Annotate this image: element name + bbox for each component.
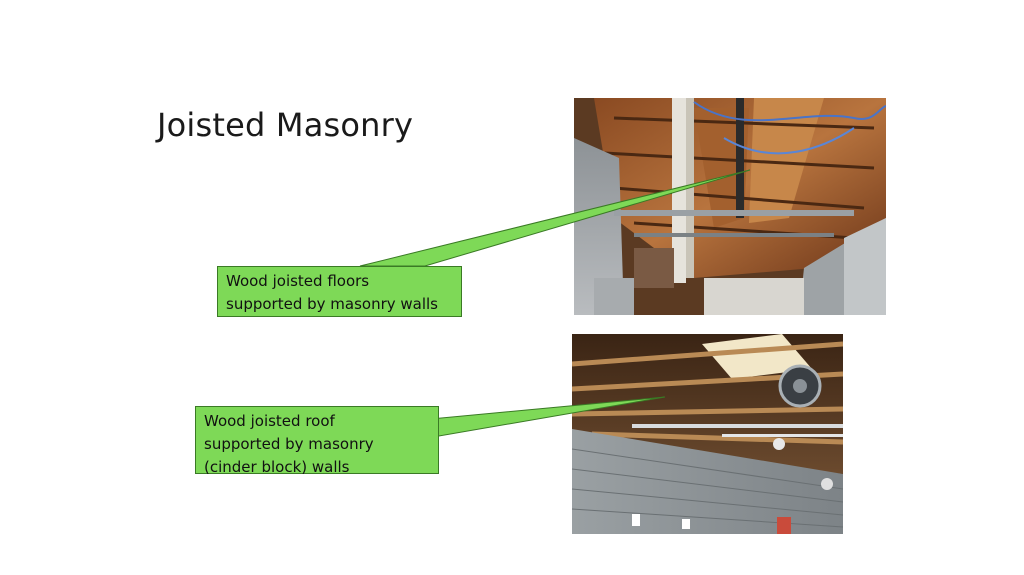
photo-wood-joisted-roof [572, 334, 843, 534]
callout-line: (cinder block) walls [204, 458, 350, 476]
photo-wood-joisted-floor [574, 98, 886, 315]
callout-wood-joisted-floors: Wood joisted floors supported by masonry… [217, 266, 462, 317]
slide-title: Joisted Masonry [157, 106, 414, 144]
callout-line: Wood joisted floors [226, 272, 370, 290]
callout-line: Wood joisted roof [204, 412, 335, 430]
callout-wood-joisted-roof: Wood joisted roof supported by masonry (… [195, 406, 439, 476]
callout-line: supported by masonry [204, 435, 374, 453]
callout-line: supported by masonry walls [226, 295, 438, 313]
